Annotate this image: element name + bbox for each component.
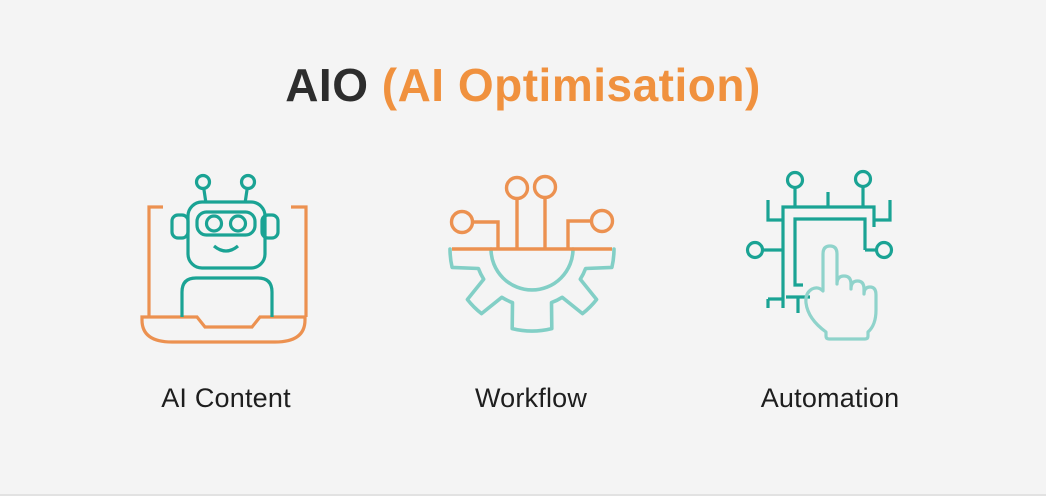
feature-label-ai-content: AI Content — [161, 383, 291, 413]
title-dark-part: AIO — [285, 59, 369, 111]
robot-laptop-icon — [140, 173, 308, 344]
title-orange-part: (AI Optimisation) — [381, 59, 761, 111]
feature-label-workflow: Workflow — [474, 383, 588, 413]
workflow-feature — [432, 155, 632, 355]
page-title: AIO (AI Optimisation) — [0, 58, 1046, 112]
circuit-touch-hand-icon — [745, 169, 894, 341]
feature-label-automation: Automation — [760, 383, 900, 413]
automation-feature — [740, 155, 940, 355]
circuit-gear-icon — [448, 174, 616, 333]
ai-content-feature — [125, 155, 325, 355]
